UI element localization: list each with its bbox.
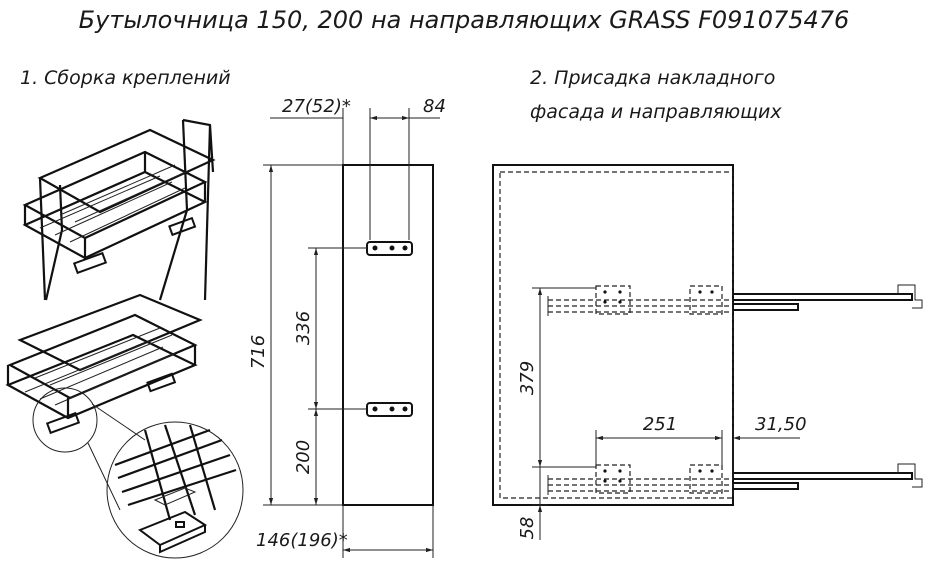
dim-bracket-spacing: 84 — [423, 96, 446, 117]
dim-lower-bracket: 200 — [293, 440, 314, 474]
dim-top-offset: 27(52)* — [282, 96, 351, 117]
basket-isometric-illustration — [5, 118, 244, 559]
lower-bracket — [366, 402, 413, 417]
lower-rail — [547, 463, 923, 495]
side-panel-elevation: 27(52)* 84 716 336 200 146(196)* — [248, 96, 446, 558]
facade-outline — [492, 164, 734, 506]
dim-rail-spacing: 379 — [517, 361, 538, 395]
upper-rail — [547, 284, 923, 316]
dim-bottom-offset: 58 — [517, 517, 538, 540]
dim-rail-offset: 31,50 — [755, 414, 807, 435]
dim-width: 146(196)* — [256, 530, 348, 551]
dim-rail-length: 251 — [643, 414, 677, 435]
dim-height: 716 — [248, 335, 269, 369]
section-drilling-heading-line1: 2. Присадка накладного — [530, 67, 775, 89]
facade-elevation: 379 58 251 31,50 — [492, 164, 923, 540]
dim-bracket-gap: 336 — [293, 311, 314, 345]
side-panel-outline — [342, 164, 434, 506]
section-assembly-heading: 1. Сборка креплений — [20, 67, 231, 89]
drawing-title: Бутылочница 150, 200 на направляющих GRA… — [79, 6, 850, 34]
section-drilling-heading-line2: фасада и направляющих — [530, 101, 782, 123]
upper-bracket — [366, 241, 413, 256]
